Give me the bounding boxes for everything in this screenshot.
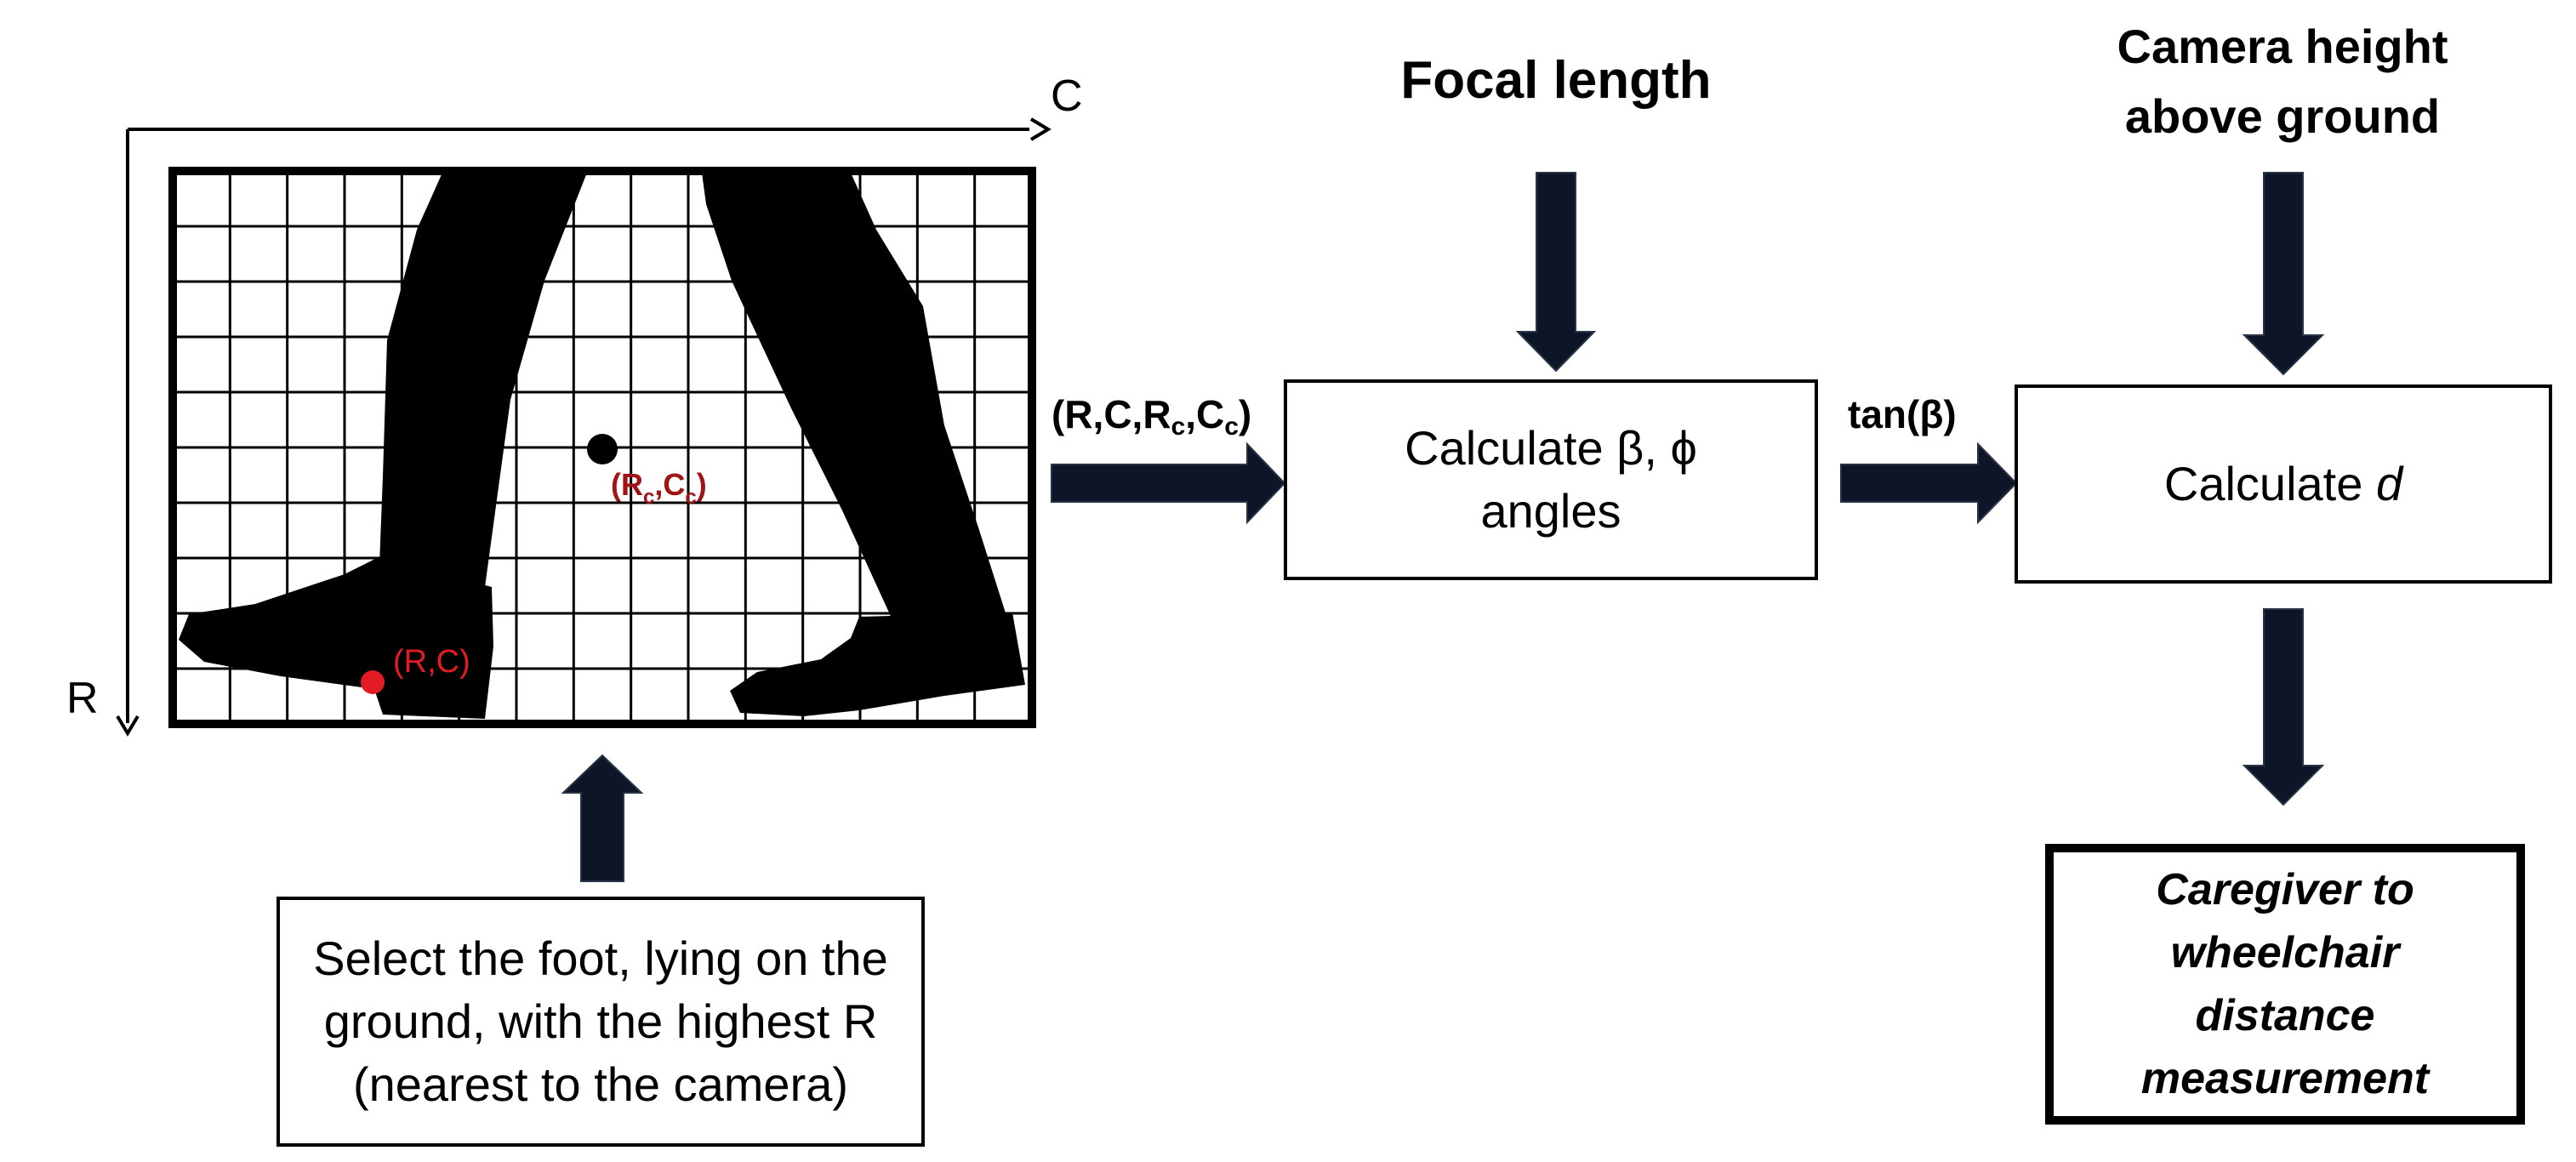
select-foot-line2: ground, with the highest R: [323, 994, 878, 1048]
camera-height-line1: Camera height: [2117, 20, 2448, 73]
axis-col-label: C: [1051, 71, 1083, 121]
calculate-distance-variable: d: [2375, 457, 2403, 510]
center-point-marker: [587, 434, 618, 464]
camera-height-line2: above ground: [2124, 89, 2441, 143]
calculate-angles-box: Calculate β, ϕ angles: [1284, 379, 1818, 580]
calculate-distance-prefix: Calculate: [2163, 457, 2376, 510]
arrow-focal-to-angles-icon: [1515, 172, 1597, 373]
output-line1: Caregiver to: [2156, 865, 2414, 914]
select-foot-line1: Select the foot, lying on the: [313, 931, 888, 985]
legs-silhouette-icon: [179, 173, 1025, 719]
center-point-label: (Rc,Cc): [611, 467, 707, 509]
arrow-height-to-distance-icon: [2242, 172, 2325, 376]
foot-point-marker: [361, 670, 385, 694]
calculate-angles-line1: Calculate β, ϕ: [1405, 421, 1697, 475]
arrow-up-to-image-icon: [561, 754, 644, 882]
coords-edge-label: (R,C,Rc,Cc): [1051, 391, 1251, 441]
output-line4: measurement: [2140, 1054, 2430, 1103]
output-line2: wheelchair: [2170, 928, 2400, 977]
camera-height-heading: Camera height above ground: [2027, 12, 2538, 151]
coords-part-3: ): [1238, 392, 1252, 436]
arrow-to-output-icon: [2242, 608, 2325, 806]
foot-point-label: (R,C): [393, 644, 470, 680]
coords-sub-2: c: [1224, 413, 1239, 441]
arrow-to-angles-box-icon: [1051, 441, 1286, 525]
coords-part-2: ,C: [1185, 392, 1225, 436]
coords-part-1: (R,C,R: [1051, 392, 1171, 436]
axis-row-label: R: [66, 674, 99, 723]
calculate-angles-line2: angles: [1480, 484, 1621, 538]
image-axes: [126, 128, 1029, 723]
output-line3: distance: [2195, 991, 2375, 1040]
col-axis-arrowhead-icon: [1029, 117, 1051, 141]
row-axis-arrowhead-icon: [116, 715, 140, 737]
arrow-to-distance-box-icon: [1840, 441, 2018, 525]
coords-sub-1: c: [1171, 413, 1186, 441]
tan-beta-edge-label: tan(β): [1848, 392, 1957, 436]
select-foot-line3: (nearest to the camera): [352, 1057, 849, 1111]
calculate-distance-box: Calculate d: [2015, 384, 2552, 584]
image-frame: [168, 167, 1036, 728]
focal-length-heading: Focal length: [1400, 51, 1712, 110]
select-foot-box: Select the foot, lying on the ground, wi…: [276, 897, 925, 1147]
output-measurement-box: Caregiver to wheelchair distance measure…: [2045, 844, 2525, 1125]
